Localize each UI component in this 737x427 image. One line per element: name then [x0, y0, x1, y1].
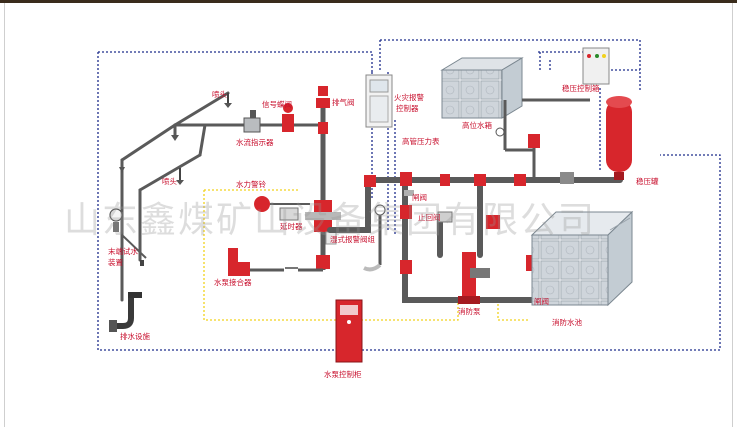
- check-valve-icon: [437, 211, 453, 223]
- fire-alarm-control-box-icon: [365, 74, 393, 128]
- signal-wiring-yellow: [203, 189, 530, 321]
- fire-water-pool-icon: [530, 210, 634, 307]
- label-fire-alarm-control-box-line1: 火灾报警: [394, 92, 424, 102]
- end-test-device-icon: [109, 208, 147, 266]
- label-pump-adapter: 水泵接合器: [214, 277, 252, 287]
- label-hydraulic-alarm-bell: 水力警铃: [236, 179, 266, 189]
- elevated-water-tank-icon: [440, 57, 560, 119]
- elevated-tank-outlet: [495, 100, 540, 180]
- label-drain-facility: 排水设施: [120, 331, 150, 341]
- label-sprinkler-head-top: 喷头: [212, 89, 227, 99]
- sprinkler-head-icon: [224, 93, 232, 108]
- label-check-valve: 止回阀: [418, 212, 441, 222]
- label-high-tank-pressure-switch: 高管压力表: [402, 136, 440, 146]
- label-water-flow-indicator: 水流指示器: [236, 137, 274, 147]
- company-watermark: 山东鑫煤矿山设备集团有限公司: [64, 200, 596, 241]
- label-gate-valve: 闸阀: [412, 193, 427, 202]
- label-elevated-water-tank: 高位水箱: [462, 120, 492, 130]
- label-pressure-control-box: 稳压控制箱: [562, 83, 600, 93]
- signal-butterfly-valve-icon: [282, 103, 294, 132]
- frame-right: [732, 3, 733, 427]
- pressure-gauge-icon: [363, 204, 386, 272]
- sprinkler-head-icon: [119, 167, 125, 173]
- label-pump-control-cabinet: 水泵控制柜: [324, 369, 362, 379]
- water-flow-indicator-icon: [243, 110, 261, 133]
- label-delay-device: 延时器: [280, 221, 303, 231]
- gate-valve-icon: [404, 190, 414, 196]
- label-wet-alarm-valve-set: 湿式报警阀组: [330, 234, 375, 244]
- sprinkler-head-icons: [119, 93, 232, 185]
- hydraulic-alarm-bell-icon: [254, 196, 310, 212]
- label-sprinkler-head-bottom: 喷头: [162, 176, 177, 186]
- label-exhaust-valve: 排气阀: [332, 97, 355, 107]
- label-signal-butterfly-valve: 信号蝶阀: [262, 99, 292, 109]
- sprinkler-piping: [120, 91, 320, 302]
- sprinkler-head-icon: [176, 168, 184, 185]
- label-valve: 闸阀: [534, 297, 549, 306]
- exhaust-valve-icon: [318, 86, 328, 96]
- fire-pump-icon: [458, 252, 490, 304]
- frame-left: [4, 3, 5, 427]
- label-fire-pump: 消防泵: [458, 306, 481, 316]
- label-end-test-device-line1: 末端试水: [108, 246, 138, 256]
- diagram-labels: 喷头 喷头 信号蝶阀 水流指示器 排气阀 火灾报警 控制器 高管压力表 高位水箱…: [108, 83, 659, 379]
- label-fire-water-pool: 消防水池: [552, 317, 582, 327]
- label-end-test-device-line2: 装置: [108, 257, 123, 267]
- sprinkler-head-icon: [171, 135, 179, 141]
- pump-adapter-icon: [228, 248, 323, 276]
- drain-facility-icon: [109, 292, 142, 332]
- main-riser: [316, 98, 330, 270]
- pump-control-cabinet-icon: [335, 299, 363, 363]
- top-rule: [0, 0, 737, 3]
- pressure-tank-icon: [560, 96, 632, 184]
- main-supply-pipe: [327, 177, 623, 303]
- label-fire-alarm-control-box-line2: 控制器: [396, 103, 419, 113]
- label-pressure-tank: 稳压罐: [636, 176, 659, 186]
- delay-device-icon: [279, 207, 299, 221]
- pressure-control-box-icon: [582, 47, 610, 85]
